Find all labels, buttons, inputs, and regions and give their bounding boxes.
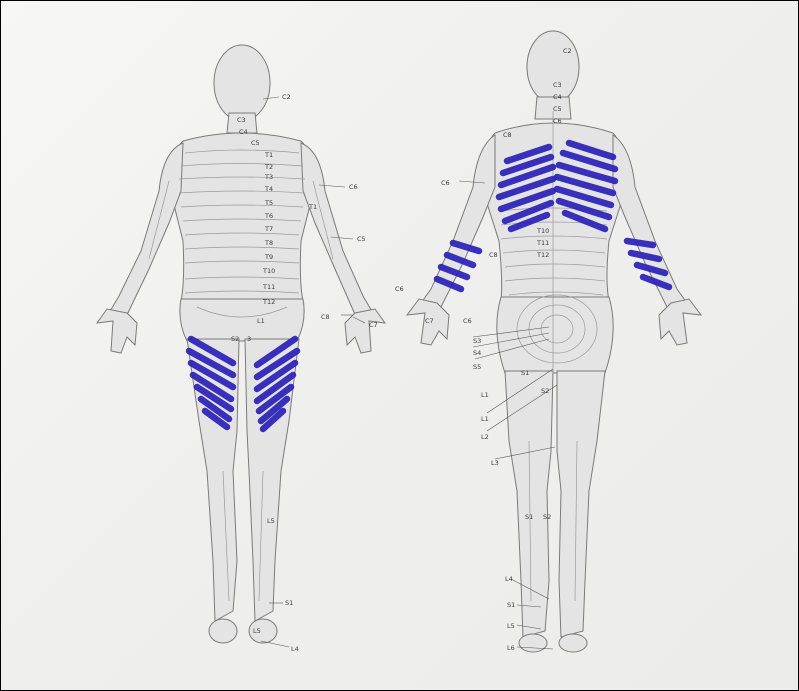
front-label-s1-foot: S1: [285, 599, 293, 607]
back-label-s1-foot: S1: [507, 601, 515, 609]
back-label-c6: C6: [553, 117, 562, 125]
back-right-arm: [613, 135, 687, 311]
front-label-t1: T1: [264, 151, 273, 159]
front-label-c5: C5: [251, 139, 260, 147]
front-label-l5-leg: L5: [267, 517, 275, 525]
back-label-s4: S4: [473, 349, 481, 357]
front-label-c6-arm: C6: [349, 183, 358, 191]
back-right-hand: [659, 299, 701, 345]
front-label-t1-arm: T1: [308, 203, 317, 211]
front-label-t12: T12: [262, 298, 275, 306]
back-label-s2: S2: [541, 387, 549, 395]
back-label-c7-hand: C7: [425, 317, 434, 325]
front-label-t6: T6: [264, 212, 273, 220]
front-label-l1: L1: [257, 317, 265, 325]
back-label-c8-arm: C8: [489, 251, 498, 259]
back-label-t11: T11: [536, 239, 549, 247]
front-label-t2: T2: [264, 163, 273, 171]
front-label-c5-arm: C5: [357, 235, 366, 243]
front-label-c7-hand: C7: [369, 321, 378, 329]
back-label-t12: T12: [536, 251, 549, 259]
front-label-t4: T4: [264, 185, 273, 193]
front-label-s3: 3: [247, 335, 251, 343]
front-label-c4: C4: [239, 128, 248, 136]
back-label-c3: C3: [553, 81, 562, 89]
front-head: [214, 45, 270, 121]
back-label-c6-left: C6: [441, 179, 450, 187]
front-pelvis: [180, 299, 304, 341]
front-left-hand: [345, 309, 385, 353]
back-label-l1-thigh: L1: [481, 415, 489, 423]
back-right-foot: [559, 634, 587, 652]
back-label-l5-foot: L5: [507, 622, 515, 630]
front-label-t9: T9: [264, 253, 273, 261]
front-label-c8-hand: C8: [321, 313, 330, 321]
front-left-arm: [301, 143, 373, 319]
front-label-l5-foot: L5: [253, 627, 261, 635]
back-label-s1-calf: S1: [525, 513, 533, 521]
back-right-leg: [557, 371, 605, 637]
front-label-c3: C3: [237, 116, 246, 124]
front-label-c6-hand: C6: [395, 285, 404, 293]
front-label-c2: C2: [282, 93, 291, 101]
front-torso: [173, 133, 312, 301]
back-label-c6-hand: C6: [463, 317, 472, 325]
front-label-t8: T8: [264, 239, 273, 247]
back-label-c4: C4: [553, 93, 562, 101]
front-label-s2: S2: [231, 335, 239, 343]
back-label-t10: T10: [536, 227, 549, 235]
front-label-t11: T11: [262, 283, 275, 291]
back-label-l3-thigh: L3: [491, 459, 499, 467]
front-label-t5: T5: [264, 199, 273, 207]
back-left-foot: [519, 634, 547, 652]
front-right-hand: [97, 309, 137, 353]
back-pelvis: [497, 297, 613, 373]
back-label-l1: L1: [481, 391, 489, 399]
front-right-leg: [187, 339, 239, 621]
front-label-t7: T7: [264, 225, 273, 233]
front-figure: C2 C3 C4 C5 T1 T2 T3 T4 T5 T6 T7 T8 T9 T…: [97, 45, 404, 653]
back-label-s5: S5: [473, 363, 481, 371]
back-label-c5: C5: [553, 105, 562, 113]
back-label-c8-left: C8: [503, 131, 512, 139]
front-right-arm: [109, 143, 183, 319]
front-right-foot: [209, 619, 237, 643]
back-figure: C2 C3 C4 C5 C6 C8 C6 C8 T10 T11 T12 C7 C…: [407, 31, 701, 652]
back-label-s2-calf: S2: [543, 513, 551, 521]
back-label-l6-foot: L6: [507, 644, 515, 652]
back-label-l2-thigh: L2: [481, 433, 489, 441]
back-label-s1: S1: [521, 369, 529, 377]
back-label-s3: S3: [473, 337, 481, 345]
front-label-t10: T10: [262, 267, 275, 275]
back-label-c2: C2: [563, 47, 572, 55]
front-label-l4-foot: L4: [291, 645, 299, 653]
back-label-l4-foot: L4: [505, 575, 513, 583]
front-label-t3: T3: [264, 173, 273, 181]
